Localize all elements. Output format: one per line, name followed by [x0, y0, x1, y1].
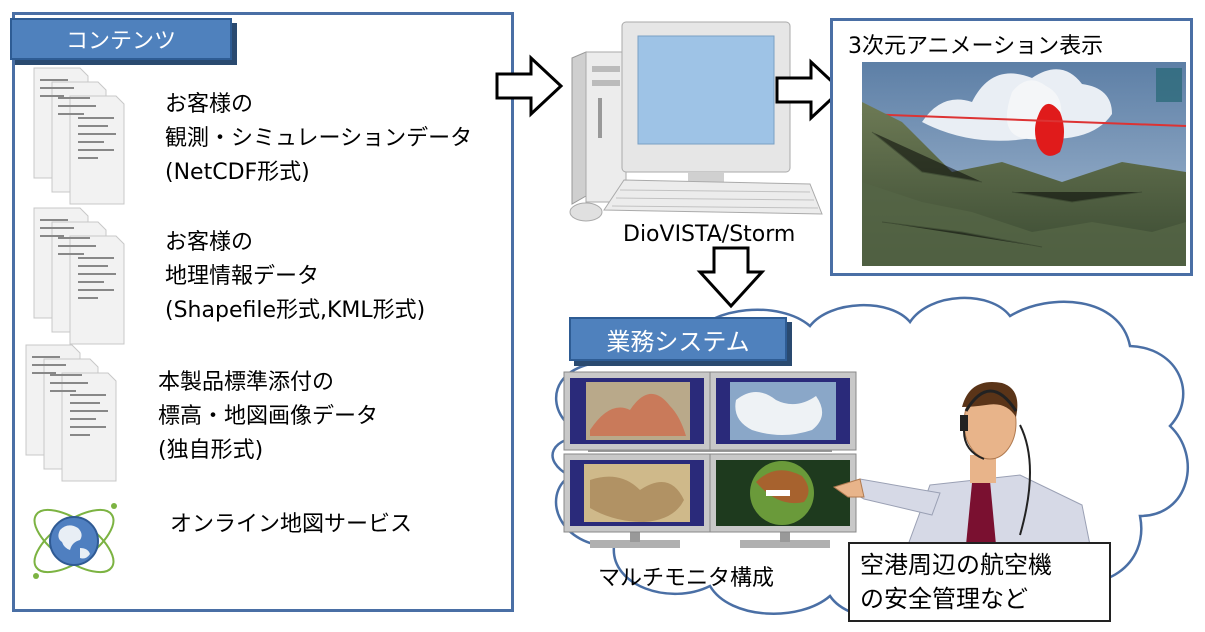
monitor-caption: マルチモニタ構成 [598, 566, 775, 591]
content-item-online-map: オンライン地図サービス [170, 512, 413, 537]
contents-tag: コンテンツ [10, 18, 232, 60]
multi-monitor-display [563, 371, 857, 548]
desktop-computer-icon [569, 21, 823, 222]
arrow-right-icon [775, 58, 844, 122]
software-label: DioVISTA/Storm [623, 222, 796, 247]
document-stack-icon [25, 344, 117, 482]
business-system-tag: 業務システム [569, 317, 787, 361]
content-item-elevation: 本製品標準添付の 標高・地図画像データ (独自形式) [158, 370, 379, 463]
display-title: 3次元アニメーション表示 [848, 34, 1104, 59]
callout-box: 空港周辺の航空機 の安全管理など [848, 542, 1111, 622]
document-stack-icon [33, 67, 125, 205]
arrow-down-icon [696, 246, 766, 309]
globe-icon [33, 503, 117, 579]
arrow-right-icon [495, 54, 564, 118]
operator-person-icon [832, 382, 1091, 546]
document-stack-icon [33, 207, 125, 345]
3d-terrain-image [861, 62, 1187, 266]
content-item-geographic: お客様の 地理情報データ (Shapefile形式,KML形式) [165, 230, 426, 323]
content-item-observation: お客様の 観測・シミュレーションデータ (NetCDF形式) [165, 92, 473, 185]
